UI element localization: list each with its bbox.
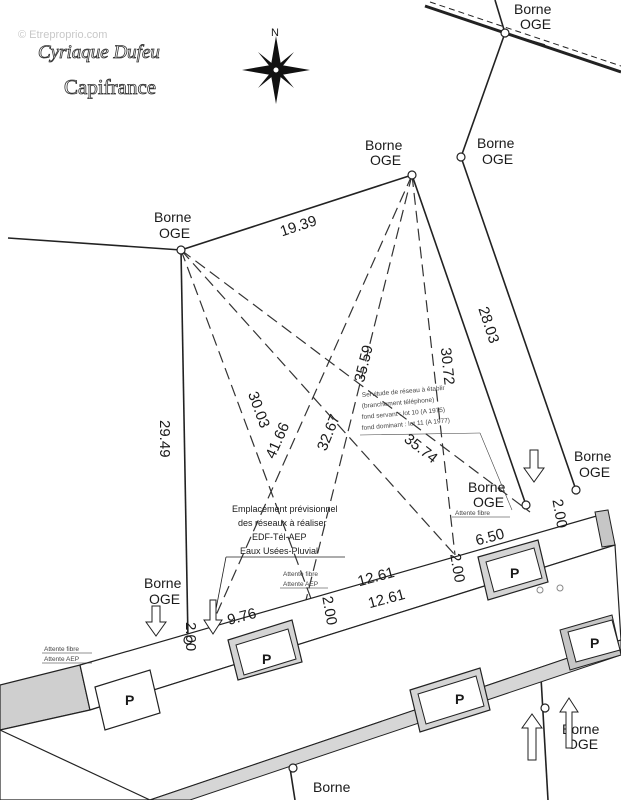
dim-diag-a: 30.03 <box>244 389 273 430</box>
boundary-marker <box>521 500 531 510</box>
borne-label-center-right: Borne <box>468 479 506 495</box>
dim-front-d: 6.50 <box>474 525 507 549</box>
oge-label-center-right: OGE <box>473 494 504 510</box>
agency-name: Capifrance <box>64 75 156 99</box>
dim-gap-right: 2.00 <box>548 498 570 530</box>
compass-north-label: N <box>271 27 279 39</box>
attente-fibre-left: Attente fibre <box>44 646 79 653</box>
arrow-up-icon <box>559 697 579 749</box>
parking-bay: P <box>409 667 491 733</box>
parking-bay: P <box>94 669 161 731</box>
boundary-marker <box>500 28 510 38</box>
boundary-marker <box>183 635 193 645</box>
svg-text:EDF-Tél-AEP: EDF-Tél-AEP <box>252 532 307 542</box>
borne-label-left: Borne <box>154 209 192 225</box>
attente-aep-center: Attente AEP <box>283 581 318 588</box>
boundary-marker <box>176 245 186 255</box>
parking-bay: P <box>227 619 303 681</box>
dim-right-side: 28.03 <box>474 305 502 346</box>
arrow-down-icon <box>145 605 167 637</box>
watermark: © Etreproprio.com <box>18 29 107 41</box>
oge-label-top-right: OGE <box>520 16 551 32</box>
svg-text:P: P <box>590 635 599 651</box>
attente-fibre-center: Attente fibre <box>283 571 318 578</box>
svg-text:P: P <box>125 692 134 708</box>
dim-front-c: 9.76 <box>226 605 259 629</box>
oge-label-right-upper: OGE <box>482 151 513 167</box>
borne-label-right-upper: Borne <box>477 135 515 151</box>
borne-label-center-top: Borne <box>365 137 403 153</box>
dim-diag-f: 35.74 <box>401 431 441 468</box>
borne-label-top-right: Borne <box>514 1 552 17</box>
parking-bay: P <box>567 619 621 663</box>
dim-diag-c: 32.67 <box>314 412 344 453</box>
dim-gap-center: 2.00 <box>446 552 468 584</box>
tree-icon <box>536 584 564 594</box>
oge-label-left: OGE <box>159 225 190 241</box>
agent-name: Cyriaque Dufeu <box>38 42 160 63</box>
boundary-marker <box>288 763 298 773</box>
dim-diag-d: 35.59 <box>351 343 377 384</box>
svg-text:des réseaux à réaliser: des réseaux à réaliser <box>238 518 327 528</box>
arrow-down-icon <box>523 449 545 483</box>
svg-text:P: P <box>510 565 519 581</box>
access-arrows <box>145 449 579 761</box>
dim-gap-left: 2.00 <box>182 622 199 651</box>
dim-left-side: 29.49 <box>156 420 173 458</box>
svg-text:P: P <box>262 651 271 667</box>
svg-text:P: P <box>455 691 464 707</box>
oge-label-right-mid: OGE <box>579 464 610 480</box>
arrow-down-icon <box>203 599 223 635</box>
oge-label-bottom-right: OGE <box>567 736 598 752</box>
boundary-marker <box>407 170 417 180</box>
oge-label-center-top: OGE <box>370 152 401 168</box>
boundary-markers <box>176 28 581 773</box>
borne-label-bottom-center: Borne <box>313 779 351 795</box>
parcel-boundaries <box>7 0 577 800</box>
parking-bays: P P P P P <box>94 539 621 733</box>
dim-diag-e: 30.72 <box>437 347 458 386</box>
svg-text:Eaux Usées-Pluvial: Eaux Usées-Pluvial <box>240 546 318 556</box>
attente-labels: Attente fibre Attente AEP Attente fibre … <box>42 510 510 664</box>
attente-aep-left: Attente AEP <box>44 656 79 663</box>
boundary-marker <box>456 152 466 162</box>
oge-label-bottom-left: OGE <box>149 591 180 607</box>
boundary-marker <box>571 485 581 495</box>
svg-text:Emplacement prévisionnel: Emplacement prévisionnel <box>232 504 338 514</box>
dim-gap-mid: 2.00 <box>318 595 340 627</box>
borne-label-right-mid: Borne <box>574 448 612 464</box>
borne-label-bottom-left: Borne <box>144 575 182 591</box>
compass-rose-icon <box>242 36 310 104</box>
arrow-up-icon <box>521 713 543 761</box>
borne-labels: Borne OGE Borne OGE Borne OGE Borne OGE … <box>144 1 612 795</box>
boundary-marker <box>540 703 550 713</box>
attente-fibre-right: Attente fibre <box>455 510 490 517</box>
parking-bay: P <box>477 539 549 601</box>
